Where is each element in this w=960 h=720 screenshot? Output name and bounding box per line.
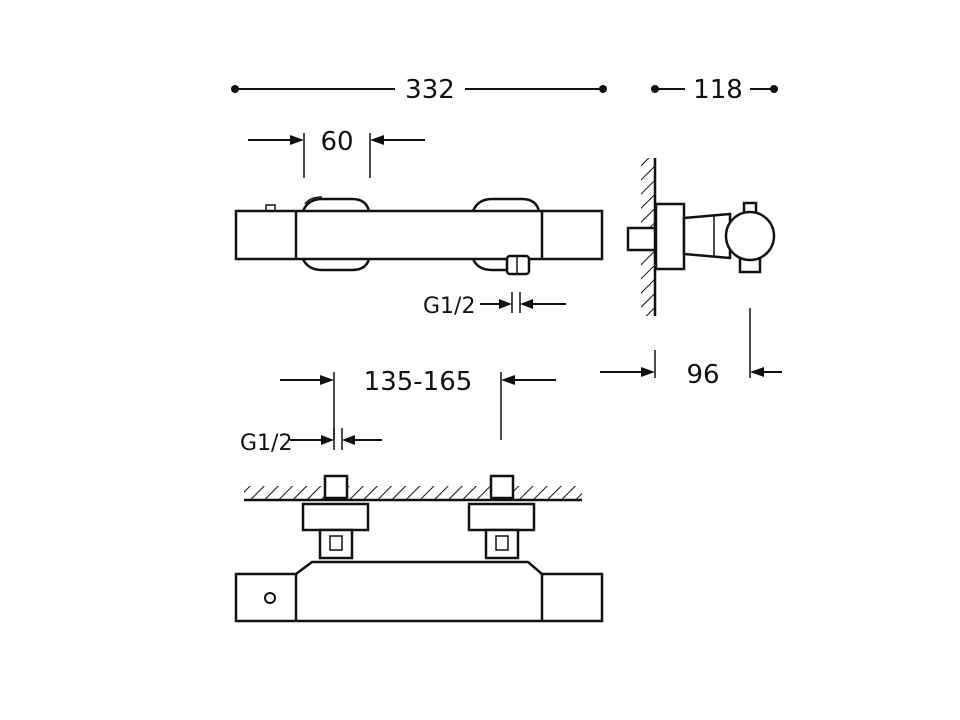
front-view — [234, 196, 604, 276]
side-view — [626, 158, 776, 316]
dim-total-width-label: 332 — [405, 75, 455, 105]
top-view — [234, 474, 604, 623]
dim-center-distance: 135-165 — [280, 367, 556, 440]
dim-wall-to-outlet-label: 96 — [686, 360, 719, 390]
dim-depth-label: 118 — [693, 75, 743, 105]
dim-thread-front: G1/2 — [423, 292, 566, 319]
dim-thread-top: G1/2 — [240, 428, 382, 456]
dim-total-width: 332 — [231, 75, 607, 105]
dim-center-distance-label: 135-165 — [364, 367, 473, 397]
dim-handle-width-label: 60 — [320, 127, 353, 157]
dim-thread-top-label: G1/2 — [240, 431, 292, 456]
dim-wall-to-outlet: 96 — [600, 308, 782, 390]
dim-thread-front-label: G1/2 — [423, 294, 475, 319]
dim-handle-width: 60 — [248, 127, 425, 178]
dim-depth: 118 — [651, 75, 778, 105]
